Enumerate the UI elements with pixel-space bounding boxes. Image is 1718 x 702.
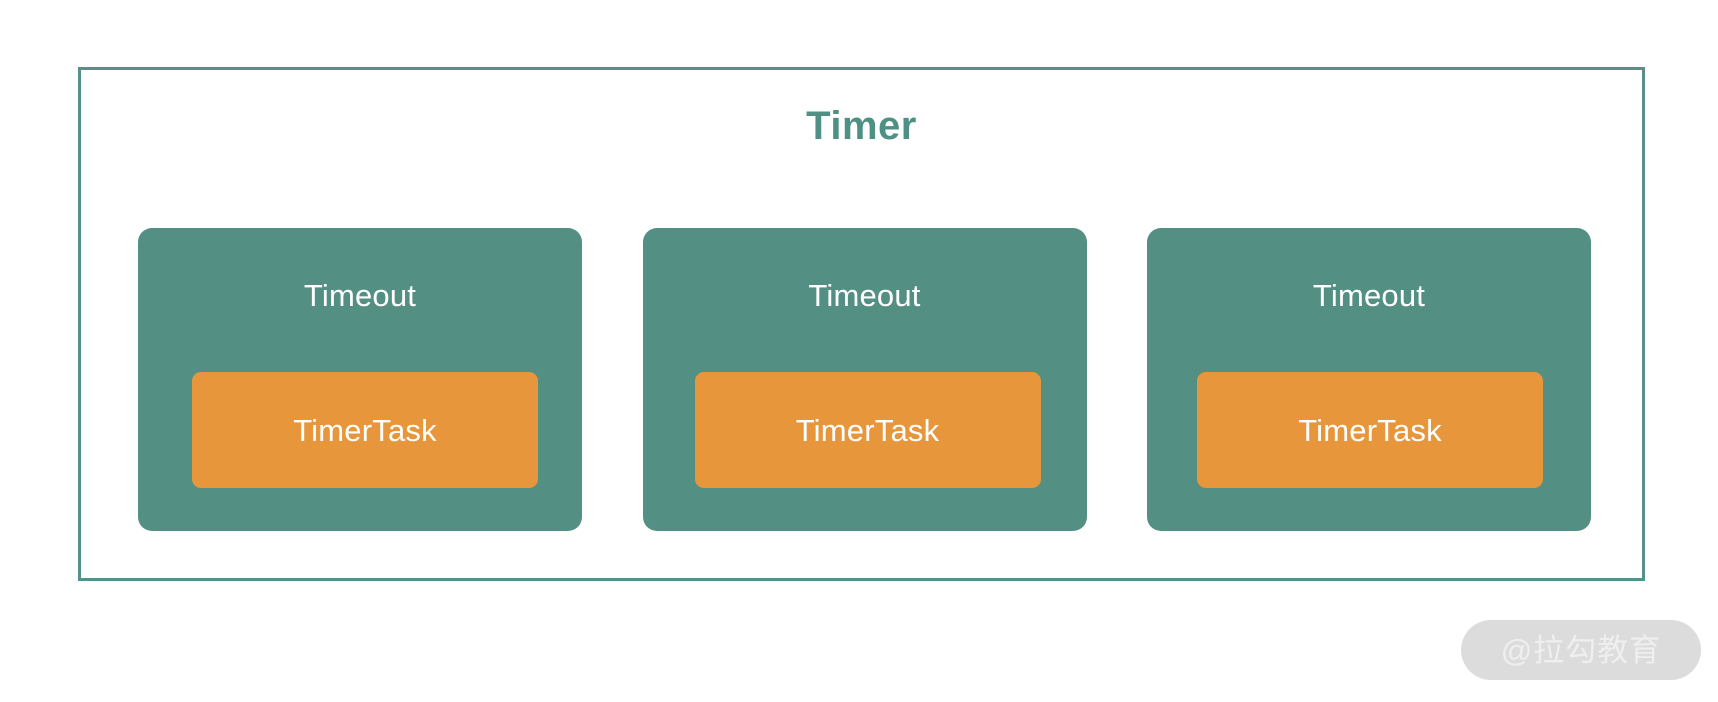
timeout-card-2: Timeout TimerTask [642,228,1087,531]
timer-container: Timer Timeout TimerTask Timeout TimerTas… [78,67,1645,581]
timer-title: Timer [806,104,917,148]
timertask-box-3: TimerTask [1197,372,1543,488]
timertask-box-1: TimerTask [192,372,538,488]
timeout-card-3: Timeout TimerTask [1147,228,1591,531]
timeout-label-2: Timeout [808,278,921,313]
timertask-label-3: TimerTask [1298,412,1442,448]
timertask-label-1: TimerTask [293,412,437,448]
watermark-badge: @拉勾教育 [1461,620,1701,680]
watermark-text: @拉勾教育 [1500,632,1662,668]
timeout-card-1: Timeout TimerTask [138,228,582,531]
timertask-label-2: TimerTask [795,412,940,448]
timeout-label-1: Timeout [303,278,417,313]
timeout-card-row: Timeout TimerTask Timeout TimerTask Time… [138,228,1591,531]
timertask-box-2: TimerTask [694,372,1041,488]
timeout-label-3: Timeout [1312,278,1426,313]
